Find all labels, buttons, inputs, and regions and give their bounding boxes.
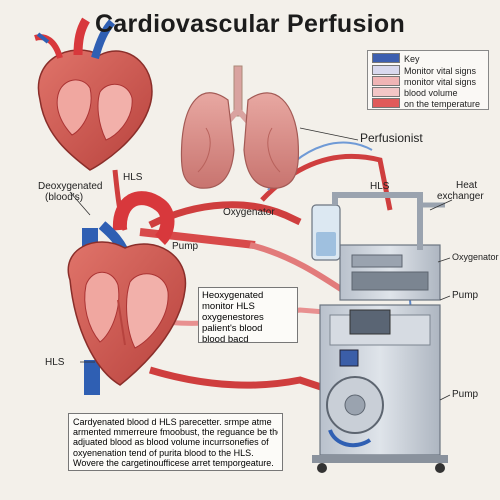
note-line: Heoxygenated xyxy=(202,290,264,301)
note-line: palient's blood xyxy=(202,323,263,334)
note-line: blood bacd xyxy=(202,334,249,345)
label-hls-bottom: HLS xyxy=(45,357,65,368)
caption-line: adjuated blood as blood volume incurrson… xyxy=(73,437,269,448)
lung-left xyxy=(180,92,235,189)
lungs xyxy=(180,65,300,189)
key-item: monitor vital signs xyxy=(372,76,476,87)
vessel-arch-top xyxy=(34,34,63,59)
note-box: Heoxygenated monitor HLS oxygenestores p… xyxy=(198,287,298,345)
label-hls-right: HLS xyxy=(370,181,390,192)
label-oxygenator-right: Oxygenator xyxy=(452,252,499,262)
lung-right xyxy=(243,92,300,189)
key-swatch xyxy=(372,65,400,75)
perfusion-machine xyxy=(311,192,448,473)
diagram-title: Cardiovascular Perfusion xyxy=(94,10,406,38)
key-item-label: Monitor vital signs xyxy=(404,66,477,76)
key-heading: Key xyxy=(404,54,420,64)
vessel-aorta-top xyxy=(73,17,90,56)
vessel-vena-cava-top xyxy=(91,19,116,60)
caption-line: oxyenenation tend of purita blood to the… xyxy=(73,447,254,458)
legend-key: Key Monitor vital signs monitor vital si… xyxy=(367,50,489,110)
key-item: blood volume xyxy=(372,87,458,98)
caption-box: Cardyenated blood d HLS parecetter. srmp… xyxy=(68,413,283,471)
leader-lines xyxy=(69,127,453,401)
note-line: monitor HLS xyxy=(202,301,255,312)
key-item: on the temperature xyxy=(372,98,480,109)
label-pump-right-bottom: Pump xyxy=(452,389,479,400)
key-swatch xyxy=(372,98,400,108)
label-oxygenator-center: Oxygenator xyxy=(223,207,275,218)
key-item-label: blood volume xyxy=(404,88,458,98)
label-pump-left: Pump xyxy=(172,241,199,252)
heart-main xyxy=(67,191,187,395)
caption-line: Cardyenated blood d HLS parecetter. srmp… xyxy=(73,417,272,427)
vessel-aorta-main xyxy=(112,191,175,245)
label-pump-right-top: Pump xyxy=(452,290,479,301)
label-heat-exchanger-1: Heat xyxy=(456,180,478,191)
label-deoxygenated-2: (blood's) xyxy=(45,192,84,203)
machine-display xyxy=(339,349,359,367)
tube-heart-to-machine-bottom xyxy=(148,366,332,394)
key-swatch xyxy=(372,87,400,97)
note-line: oxygenestores xyxy=(202,312,264,323)
label-deoxygenated-1: Deoxygenated xyxy=(38,181,103,192)
key-heading-row: Key xyxy=(372,53,420,64)
key-swatch xyxy=(372,76,400,86)
caption-line: Wovere the cargetinoufficese arret tempo… xyxy=(73,457,274,468)
heart-top-left xyxy=(34,17,153,171)
caption-line: armented mmerreure fmoobust, the reguanc… xyxy=(73,427,278,438)
key-item-label: on the temperature xyxy=(404,99,481,109)
label-heat-exchanger-2: exchanger xyxy=(437,191,484,202)
heat-exchanger-pipe xyxy=(332,192,423,250)
key-item: Monitor vital signs xyxy=(372,65,476,76)
key-item-label: monitor vital signs xyxy=(404,77,477,87)
key-swatch-heading xyxy=(372,53,400,63)
tube-heart-to-pump xyxy=(139,228,256,249)
label-hls-top: HLS xyxy=(123,172,143,183)
label-perfusionist: Perfusionist xyxy=(360,131,423,145)
